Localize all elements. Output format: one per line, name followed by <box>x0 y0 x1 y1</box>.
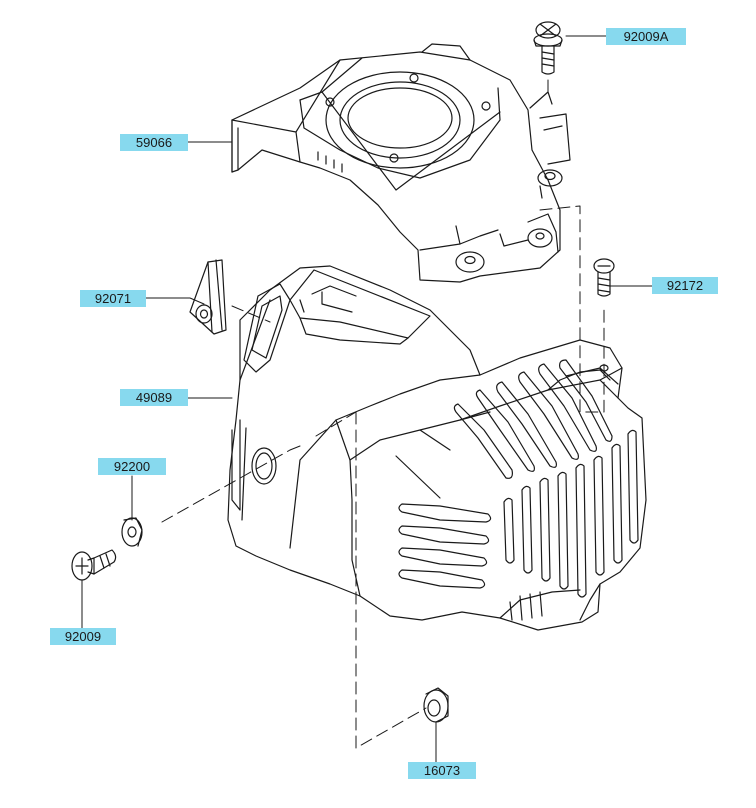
part-label-59066[interactable]: 59066 <box>120 134 188 151</box>
fan-shroud-part <box>231 43 571 283</box>
engine-cover-part <box>227 265 647 631</box>
alignment-lines <box>161 73 605 749</box>
part-label-92172[interactable]: 92172 <box>652 277 718 294</box>
part-label-92200[interactable]: 92200 <box>98 458 166 475</box>
part-label-16073[interactable]: 16073 <box>408 762 476 779</box>
collar-16073-part <box>423 687 449 723</box>
grommet-92071-part <box>189 259 227 335</box>
screw-92172-part <box>593 258 615 297</box>
bolt-92009-part <box>71 549 117 581</box>
part-label-92009[interactable]: 92009 <box>50 628 116 645</box>
part-label-92009A[interactable]: 92009A <box>606 28 686 45</box>
part-label-49089[interactable]: 49089 <box>120 389 188 406</box>
leader-lines <box>81 35 653 763</box>
part-label-92071[interactable]: 92071 <box>80 290 146 307</box>
washer-92200-part <box>121 517 143 547</box>
bolt-92009A-part <box>533 21 563 75</box>
